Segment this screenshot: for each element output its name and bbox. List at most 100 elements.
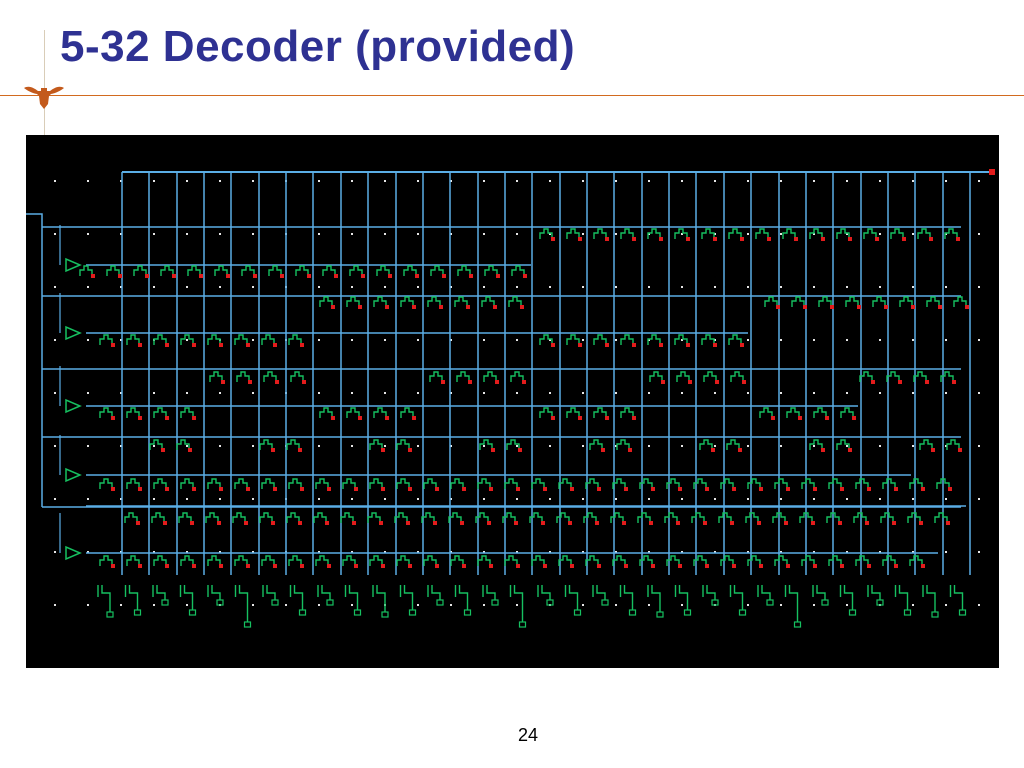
transistor-icon bbox=[207, 555, 221, 566]
contact bbox=[219, 343, 223, 347]
transistor-icon bbox=[322, 265, 336, 276]
contact bbox=[865, 521, 869, 525]
grid-dot bbox=[153, 392, 155, 394]
grid-dot bbox=[747, 339, 749, 341]
transistor-icon bbox=[153, 407, 167, 418]
transistor-icon bbox=[511, 265, 525, 276]
contact bbox=[460, 521, 464, 525]
transistor-icon bbox=[593, 334, 607, 345]
contact bbox=[686, 237, 690, 241]
input-buffer-icon bbox=[65, 325, 82, 341]
grid-dot bbox=[186, 498, 188, 500]
contact bbox=[911, 305, 915, 309]
transistor-icon bbox=[664, 512, 678, 523]
transistor-icon bbox=[180, 555, 194, 566]
contact bbox=[875, 237, 879, 241]
contact bbox=[771, 416, 775, 420]
grid-dot bbox=[747, 180, 749, 182]
contact bbox=[325, 521, 329, 525]
output-transistor-icon bbox=[596, 585, 606, 600]
transistor-icon bbox=[818, 296, 832, 307]
grid-dot bbox=[912, 498, 914, 500]
grid-dot bbox=[483, 498, 485, 500]
contact bbox=[732, 487, 736, 491]
transistor-icon bbox=[809, 228, 823, 239]
contact bbox=[415, 274, 419, 278]
decoder-layout-icon bbox=[26, 169, 995, 628]
grid-dot bbox=[318, 180, 320, 182]
contact bbox=[192, 416, 196, 420]
contact bbox=[408, 448, 412, 452]
contact bbox=[91, 274, 95, 278]
grid-dot bbox=[219, 180, 221, 182]
contact bbox=[676, 521, 680, 525]
contact bbox=[188, 448, 192, 452]
transistor-icon bbox=[747, 478, 761, 489]
contact bbox=[327, 564, 331, 568]
transistor-icon bbox=[502, 512, 516, 523]
grid-dot bbox=[681, 233, 683, 235]
transistor-icon bbox=[637, 512, 651, 523]
contact bbox=[165, 564, 169, 568]
contact bbox=[246, 487, 250, 491]
contact bbox=[651, 564, 655, 568]
transistor-icon bbox=[674, 334, 688, 345]
grid-dot bbox=[351, 339, 353, 341]
grid-dot bbox=[318, 233, 320, 235]
transistor-icon bbox=[759, 407, 773, 418]
contact bbox=[190, 521, 194, 525]
grid-dot bbox=[780, 498, 782, 500]
transistor-icon bbox=[926, 296, 940, 307]
contact bbox=[543, 564, 547, 568]
transistor-icon bbox=[872, 296, 886, 307]
grid-dot bbox=[153, 233, 155, 235]
contact bbox=[605, 343, 609, 347]
transistor-icon bbox=[99, 407, 113, 418]
transistor-icon bbox=[234, 334, 248, 345]
transistor-icon bbox=[79, 265, 93, 276]
grid-dot bbox=[648, 392, 650, 394]
transistor-icon bbox=[936, 478, 950, 489]
transistor-icon bbox=[940, 371, 954, 382]
grid-dot bbox=[714, 180, 716, 182]
grid-dot bbox=[351, 498, 353, 500]
transistor-icon bbox=[863, 228, 877, 239]
output-transistor-icon bbox=[376, 585, 386, 612]
transistor-icon bbox=[539, 407, 553, 418]
grid-dot bbox=[747, 233, 749, 235]
grid-dot bbox=[87, 498, 89, 500]
transistor-icon bbox=[178, 512, 192, 523]
grid-dot bbox=[714, 233, 716, 235]
transistor-icon bbox=[504, 555, 518, 566]
grid-dot bbox=[219, 233, 221, 235]
transistor-icon bbox=[369, 478, 383, 489]
grid-dot bbox=[54, 551, 56, 553]
grid-dot bbox=[54, 286, 56, 288]
grid-dot bbox=[120, 392, 122, 394]
transistor-icon bbox=[99, 478, 113, 489]
contact bbox=[192, 487, 196, 491]
transistor-icon bbox=[691, 512, 705, 523]
decoder-layout-view bbox=[26, 135, 999, 668]
transistor-icon bbox=[944, 228, 958, 239]
contact bbox=[138, 416, 142, 420]
output-pad bbox=[876, 599, 884, 606]
grid-dot bbox=[813, 339, 815, 341]
transistor-icon bbox=[457, 265, 471, 276]
contact bbox=[354, 564, 358, 568]
transistor-icon bbox=[593, 228, 607, 239]
output-transistor-icon bbox=[183, 585, 194, 610]
contact bbox=[840, 487, 844, 491]
contact bbox=[894, 487, 898, 491]
transistor-icon bbox=[214, 265, 228, 276]
contact bbox=[740, 237, 744, 241]
grid-dot bbox=[87, 339, 89, 341]
grid-dot bbox=[384, 498, 386, 500]
grid-dot bbox=[252, 233, 254, 235]
grid-dot bbox=[516, 339, 518, 341]
contact bbox=[597, 487, 601, 491]
contact bbox=[632, 416, 636, 420]
contact bbox=[361, 274, 365, 278]
contact bbox=[271, 448, 275, 452]
grid-dot bbox=[384, 392, 386, 394]
